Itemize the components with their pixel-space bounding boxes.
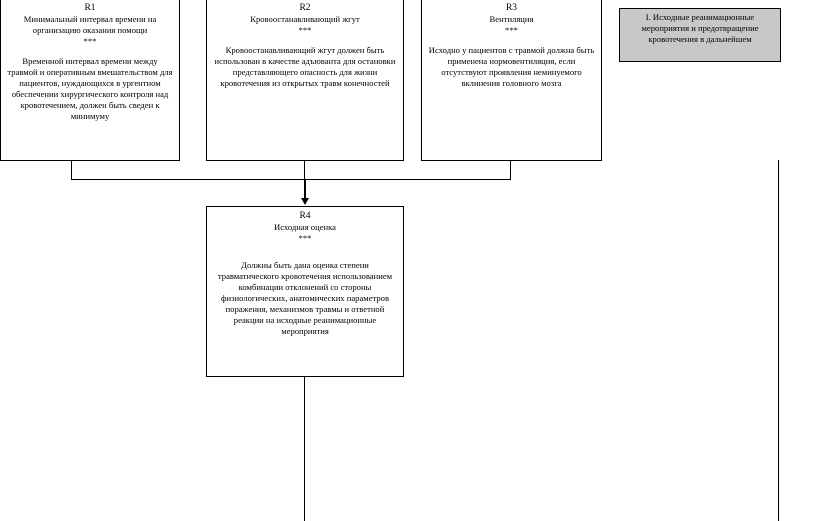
connector-to-r4 — [304, 179, 306, 199]
connector-horizontal — [71, 179, 511, 180]
box-r1-code: R1 — [84, 3, 96, 13]
box-r3-code: R3 — [505, 3, 518, 13]
box-r1-title: Минимальный интервал времени на организа… — [23, 14, 157, 35]
connector-r1-down — [71, 161, 72, 179]
box-r4-stars: *** — [298, 233, 312, 243]
box-r2-body: Кровоостанавливающий жгут должен быть ис… — [214, 45, 396, 88]
box-r3-title: Вентиляция — [489, 14, 534, 24]
box-r4: R4 Исходная оценка *** Должны быть дана … — [206, 206, 404, 377]
box-r3-body: Исходно у пациентов с травмой должна быт… — [428, 45, 595, 88]
box-r4-body: Должны быть дана оценка степени травмати… — [217, 260, 393, 336]
box-r4-code: R4 — [299, 211, 311, 221]
box-r2-title: Кровоостанавливающий жгут — [250, 14, 360, 24]
box-r1-body: Временной интервал времени между травмой… — [7, 56, 173, 121]
connector-r2-down — [304, 161, 305, 179]
connector-r4-down — [304, 377, 305, 521]
arrow-head-to-r4 — [301, 198, 309, 205]
box-r2-stars: *** — [298, 25, 312, 35]
box-r1: R1 Минимальный интервал времени на орган… — [0, 0, 180, 161]
connector-r3-down — [510, 161, 511, 179]
box-r2-code: R2 — [299, 3, 311, 13]
box-r4-title: Исходная оценка — [274, 222, 336, 232]
box-r2: R2 Кровоостанавливающий жгут *** Кровоос… — [206, 0, 404, 161]
box-r1-stars: *** — [83, 36, 97, 46]
section-note: I. Исходные реанимационные мероприятия и… — [619, 8, 781, 62]
box-r3-stars: *** — [505, 25, 518, 35]
connector-right-vertical — [778, 160, 779, 521]
box-r3: R3 Вентиляция *** Исходно у пациентов с … — [421, 0, 602, 161]
